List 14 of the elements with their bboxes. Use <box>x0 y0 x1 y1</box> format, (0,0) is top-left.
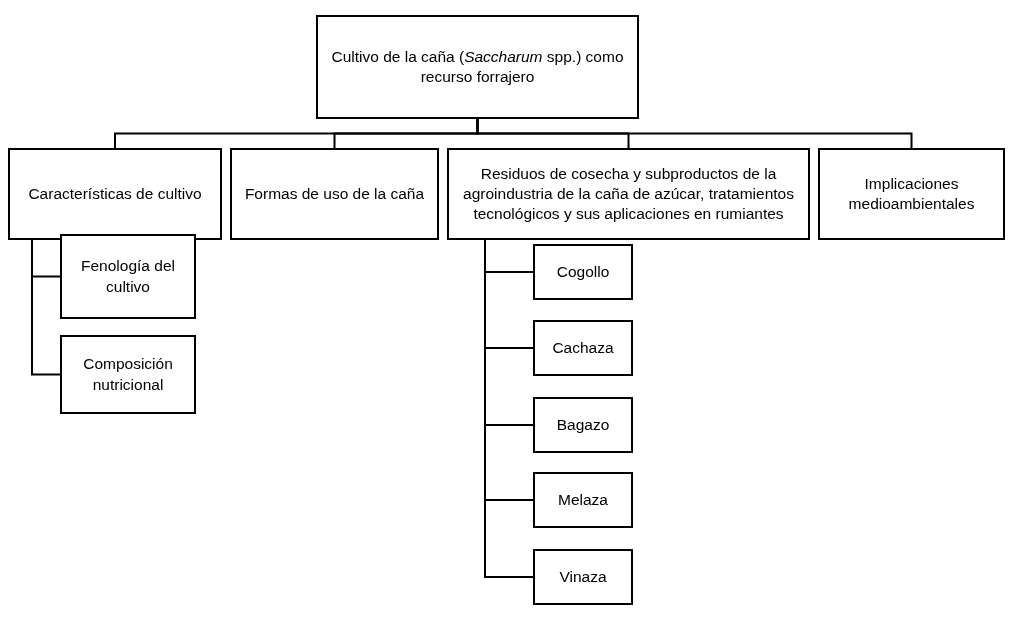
topic-box: Características de cultivo <box>8 148 222 240</box>
topic-box: Vinaza <box>533 549 633 605</box>
topic-box: Cogollo <box>533 244 633 300</box>
topic-box: Implicaciones medioambientales <box>818 148 1005 240</box>
topic-box: Residuos de cosecha y subproductos de la agroindustria de la caña de azúcar, tratamientos tecnológicos y sus aplicaciones en rumiantes <box>447 148 810 240</box>
connector-line <box>31 239 61 376</box>
topic-box: Bagazo <box>533 397 633 453</box>
topic-box: Fenología del cultivo <box>60 234 196 319</box>
connector-line <box>476 118 913 149</box>
topic-box: Composición nutricional <box>60 335 196 414</box>
topic-box: Formas de uso de la caña <box>230 148 439 240</box>
topic-box: Cachaza <box>533 320 633 376</box>
topic-box: Cultivo de la caña (Saccharum spp.) como recurso forrajero <box>316 15 639 119</box>
topic-box: Melaza <box>533 472 633 528</box>
